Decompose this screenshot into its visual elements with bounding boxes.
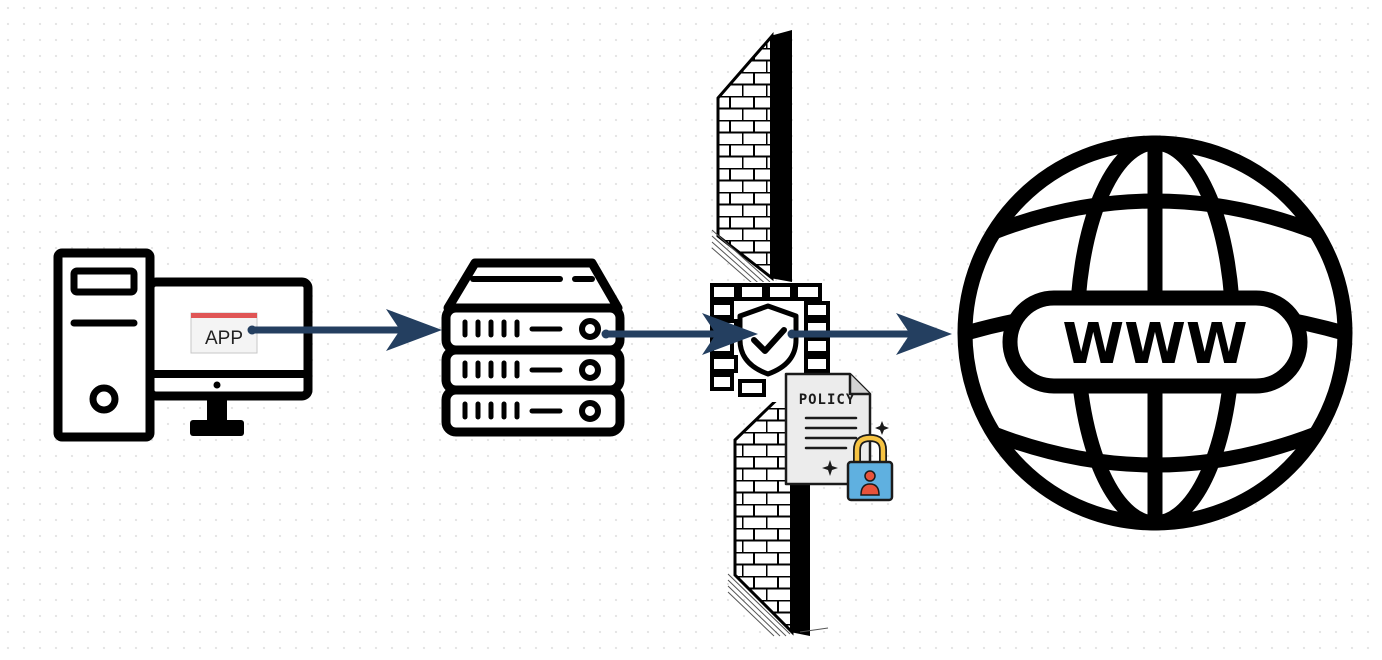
desktop-computer-icon — [53, 248, 313, 442]
padlock-icon — [846, 433, 894, 502]
app-window-icon: APP — [190, 312, 258, 354]
server-rack-icon — [441, 258, 625, 437]
flow-arrows — [247, 309, 952, 355]
app-label: APP — [205, 328, 243, 349]
policy-document-icon: POLICY — [784, 372, 889, 486]
brick-wall-icon — [711, 30, 829, 637]
policy-label: POLICY — [799, 392, 856, 408]
globe-www-label: WWW — [1062, 312, 1247, 377]
globe-icon: WWW — [957, 135, 1353, 531]
